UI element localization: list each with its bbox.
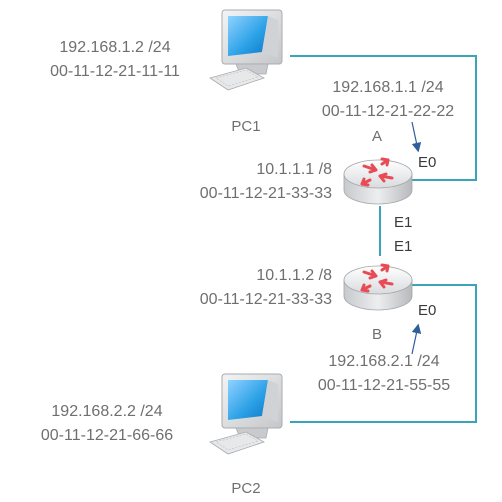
link-pc1-router-a [290, 55, 477, 181]
pc2-name: PC2 [231, 480, 261, 497]
pc1-mac-label: 00-11-12-21-11-11 [50, 63, 180, 80]
router-a-e0-mac-label: 00-11-12-21-22-22 [321, 103, 455, 120]
pc1-computer-icon [209, 9, 283, 91]
router-b-e1-interface: E1 [394, 238, 413, 255]
router-b-icon [342, 263, 414, 312]
router-b-e0-ip-label: 192.168.2.1 /24 [328, 353, 440, 370]
pc2-ip-label: 192.168.2.2 /24 [51, 403, 163, 420]
router-b-e1-ip-label: 10.1.1.2 /8 [256, 267, 332, 284]
pc2-computer-icon [209, 373, 283, 455]
pointer-arrow-b-e0 [411, 323, 422, 355]
link-router-b-pc2 [290, 284, 477, 423]
router-a-e0-ip-label: 192.168.1.1 /24 [332, 79, 444, 96]
router-b-e1-mac-label: 00-11-12-21-33-33 [199, 291, 332, 308]
pc1-name: PC1 [231, 118, 261, 135]
router-a-icon [342, 157, 414, 206]
router-b-e0-mac-label: 00-11-12-21-55-55 [317, 377, 451, 394]
pointer-arrow-a-e0 [411, 121, 422, 153]
router-a-e1-ip-label: 10.1.1.1 /8 [256, 161, 332, 178]
router-a-e1-mac-label: 00-11-12-21-33-33 [199, 185, 332, 202]
router-b-e0-interface: E0 [418, 302, 437, 319]
router-b-name: B [372, 326, 383, 343]
pc1-ip-label: 192.168.1.2 /24 [59, 39, 171, 56]
router-a-name: A [372, 128, 383, 145]
router-a-e1-interface: E1 [394, 214, 413, 231]
router-a-e0-interface: E0 [418, 154, 437, 171]
pc2-mac-label: 00-11-12-21-66-66 [40, 427, 174, 444]
